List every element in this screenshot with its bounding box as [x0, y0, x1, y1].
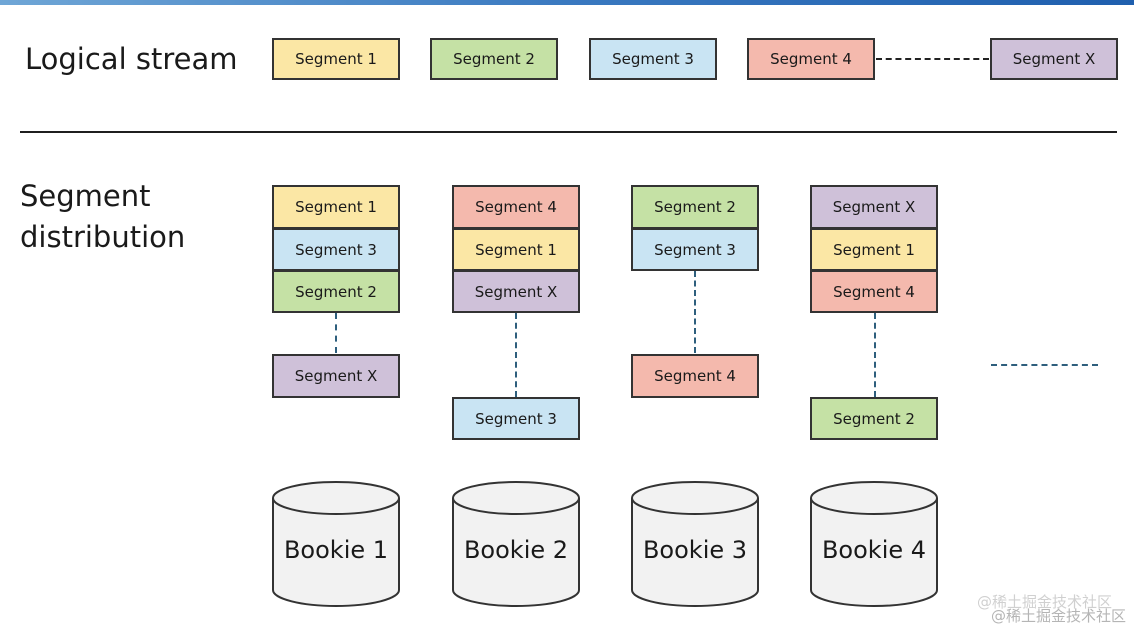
section-divider — [20, 131, 1117, 133]
bookie-3: Bookie 3 — [630, 480, 760, 608]
bookie2-continuation-dash — [515, 313, 517, 397]
bookie-label: Bookie 4 — [821, 536, 927, 564]
bookie-label: Bookie 1 — [283, 536, 389, 564]
segment-distribution-heading-line2: distribution — [20, 220, 186, 254]
watermark: @稀土掘金技术社区 — [990, 607, 1126, 625]
bookie4-continuation-dash — [874, 313, 876, 397]
bookie4-tail-segment: Segment 2 — [810, 397, 938, 440]
watermark-shadow: @稀土掘金技术社区 — [976, 593, 1112, 611]
more-bookies-dash — [991, 364, 1098, 366]
bookie-label: Bookie 2 — [463, 536, 569, 564]
bookie3-continuation-dash — [694, 271, 696, 353]
bookie-4: Bookie 4 — [809, 480, 939, 608]
database-cylinder-icon — [631, 481, 759, 607]
database-cylinder-icon — [810, 481, 938, 607]
bookie-label: Bookie 3 — [642, 536, 748, 564]
top-accent-bar — [0, 0, 1134, 5]
stream-segment-4: Segment 4 — [747, 38, 875, 80]
bookie4-segment: Segment 4 — [810, 270, 938, 313]
stream-segment-1: Segment 1 — [272, 38, 400, 80]
bookie3-segment: Segment 2 — [631, 185, 759, 229]
bookie-2: Bookie 2 — [451, 480, 581, 608]
stream-segment-3: Segment 3 — [589, 38, 717, 80]
database-cylinder-icon — [272, 481, 400, 607]
bookie1-continuation-dash — [335, 313, 337, 353]
bookie-1: Bookie 1 — [271, 480, 401, 608]
bookie1-tail-segment: Segment X — [272, 354, 400, 398]
bookie1-segment: Segment 3 — [272, 228, 400, 271]
segment-distribution-heading-line1: Segment — [20, 179, 151, 213]
bookie2-segment: Segment 1 — [452, 228, 580, 271]
stream-segment-2: Segment 2 — [430, 38, 558, 80]
bookie1-segment: Segment 1 — [272, 185, 400, 229]
bookie3-tail-segment: Segment 4 — [631, 354, 759, 398]
bookie4-segment: Segment 1 — [810, 228, 938, 271]
stream-segment-x: Segment X — [990, 38, 1118, 80]
bookie2-segment: Segment 4 — [452, 185, 580, 229]
bookie2-segment: Segment X — [452, 270, 580, 313]
bookie4-segment: Segment X — [810, 185, 938, 229]
database-cylinder-icon — [452, 481, 580, 607]
logical-stream-heading: Logical stream — [25, 42, 238, 76]
bookie3-segment: Segment 3 — [631, 228, 759, 271]
bookie2-tail-segment: Segment 3 — [452, 397, 580, 440]
bookie1-segment: Segment 2 — [272, 270, 400, 313]
stream-continuation-dash — [876, 58, 989, 60]
